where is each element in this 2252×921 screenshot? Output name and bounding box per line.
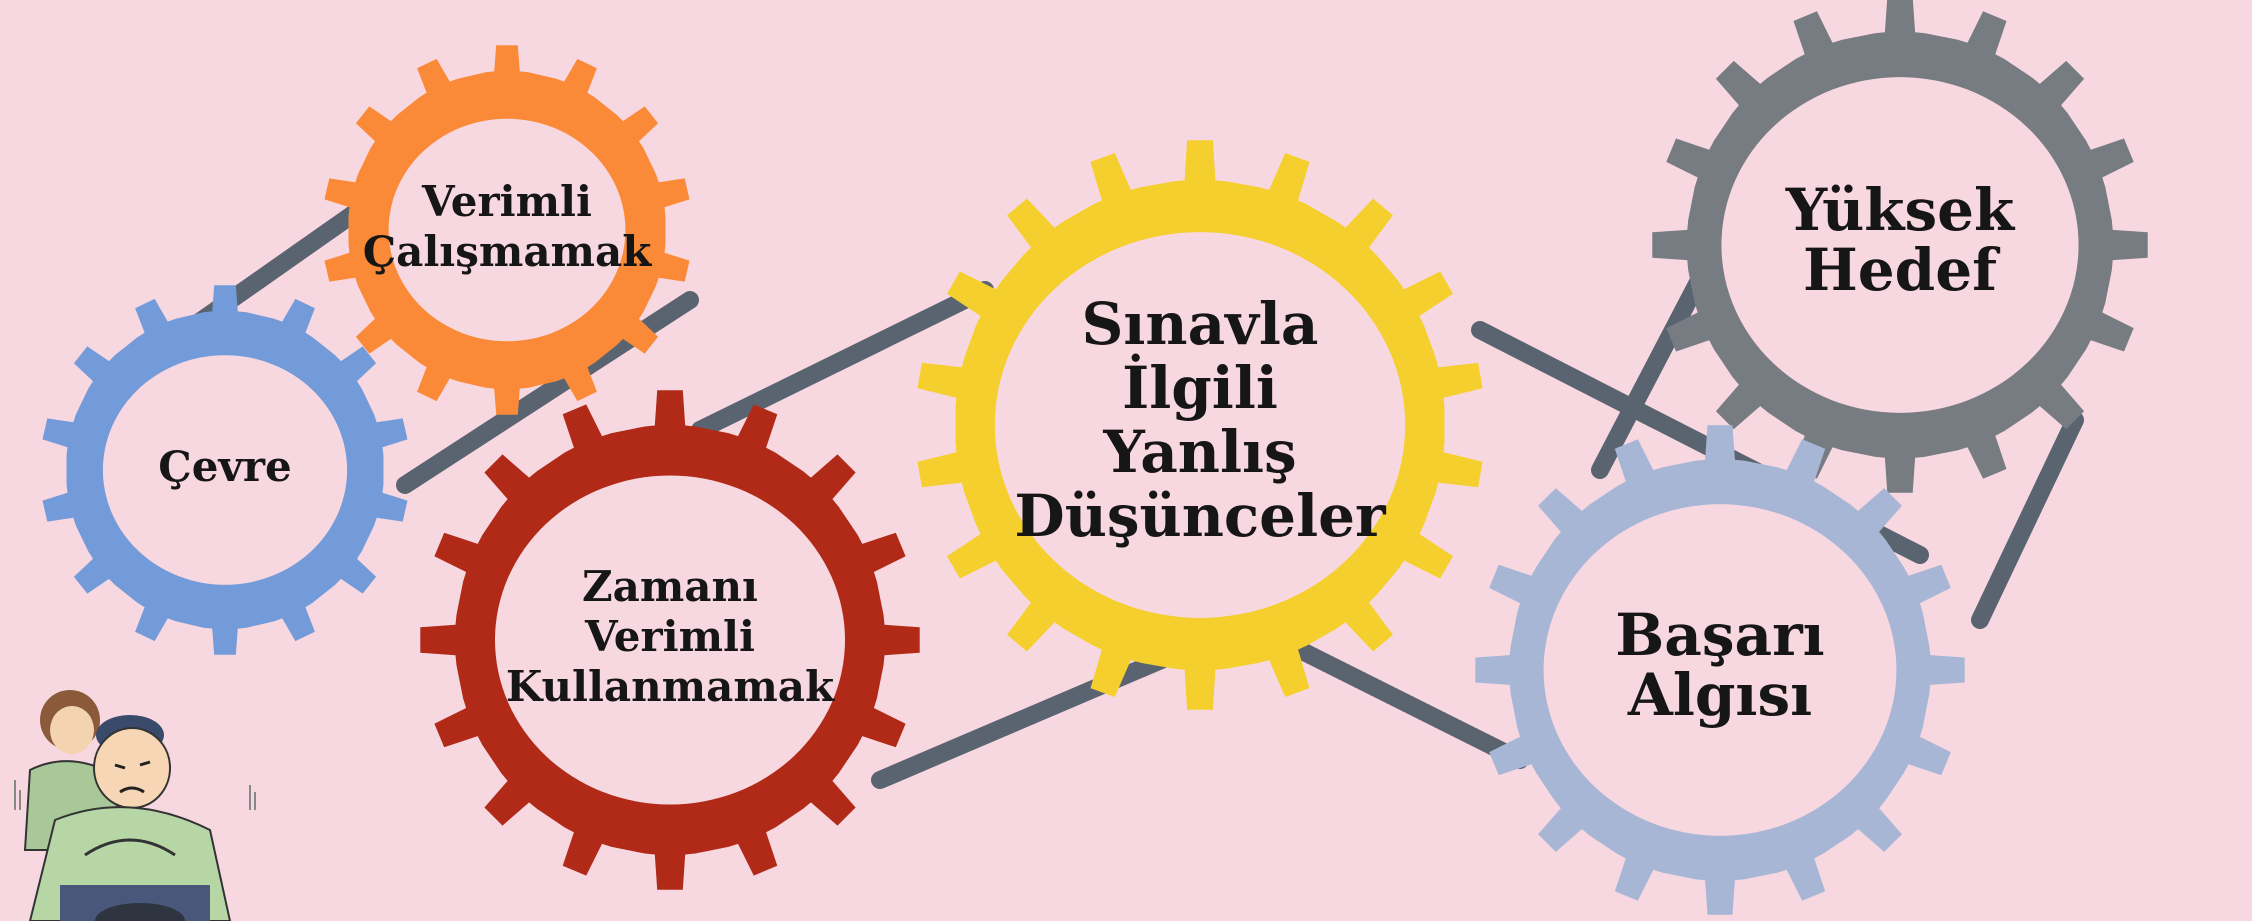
man-mouth [119,786,145,794]
gear-inner-circle [1721,77,2079,413]
gear-label-line: Hedef [1803,236,2001,304]
connector-bar-8 [1971,411,2084,629]
gear-label-line: Başarı [1615,601,1824,669]
woman-face [50,706,94,754]
gear-inner-circle [1543,504,1897,836]
gear-label-line: Verimli [421,177,592,226]
gear-inner-circle [994,232,1406,618]
man-face [93,727,171,809]
gear-label-line: Kullanmamak [506,662,835,711]
gear-label-line: İlgili [1122,353,1278,422]
gear-label-line: Verimli [584,612,755,661]
gear-inner-circle [388,118,626,342]
shaking-lines [14,780,256,810]
gear-label-line: Sınavla [1082,290,1319,358]
gear-label-line: Çalışmamak [363,227,653,276]
connector-bar-6 [1251,621,1529,769]
gear-layer: ÇevreVerimliÇalışmamakZamanıVerimliKulla… [42,0,2148,915]
worried-couple-illustration [14,690,256,921]
gear-label-line: Algısı [1627,661,1812,729]
gear-label-line: Yüksek [1785,176,2016,244]
gear-label-line: Zamanı [582,562,758,611]
gear-inner-circle [495,475,845,805]
connector-layer [186,151,2084,789]
man-brows [114,760,151,770]
man-arms [84,838,176,857]
gear-inner-circle [102,355,348,585]
gear-label-line: Yanlış [1102,418,1296,486]
gear-cevre: Çevre [42,285,408,655]
gear-label-line: Düşünceler [1014,482,1387,550]
gear-label-line: Çevre [158,442,291,491]
child-head [95,903,185,921]
connector-bar-3 [691,281,994,439]
